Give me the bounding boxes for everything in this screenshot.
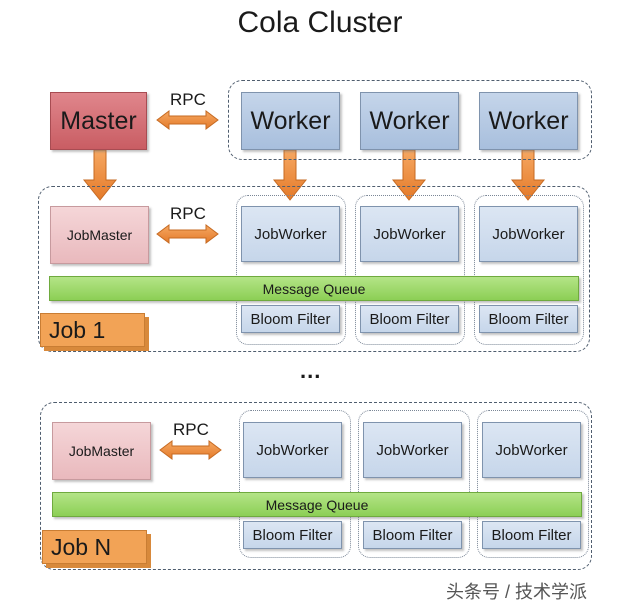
- job-n-worker-column-3: [477, 410, 589, 558]
- job-1-jobworker-1: JobWorker: [241, 206, 340, 262]
- worker3-to-jobworker-arrow: [510, 149, 546, 201]
- job-n-group: [40, 402, 592, 570]
- job-n-worker-column-1: [239, 410, 351, 558]
- job-n-bloom-filter-2: Bloom Filter: [363, 521, 462, 549]
- job-n-jobworker-3: JobWorker: [482, 422, 581, 478]
- job-n-bloom-filter-3: Bloom Filter: [482, 521, 581, 549]
- worker1-to-jobworker-arrow: [272, 149, 308, 201]
- worker-node-2: Worker: [360, 92, 459, 150]
- job-n-jobmaster: JobMaster: [52, 422, 151, 480]
- rpc-arrow-top: [156, 110, 219, 130]
- job-1-jobmaster: JobMaster: [50, 206, 149, 264]
- job-1-group: [38, 186, 590, 352]
- more-jobs-ellipsis: ...: [300, 358, 322, 383]
- job-n-message-queue: Message Queue: [52, 492, 582, 517]
- worker-node-3: Worker: [479, 92, 578, 150]
- job-n-jobworker-1: JobWorker: [243, 422, 342, 478]
- job-1-worker-column-2: [355, 195, 465, 345]
- job-1-worker-column-3: [474, 195, 584, 345]
- rpc-arrow-jobn: [159, 440, 222, 460]
- job-n-jobworker-2: JobWorker: [363, 422, 462, 478]
- rpc-arrow-job1: [156, 224, 219, 244]
- watermark-text: 头条号 / 技术学派: [446, 582, 588, 602]
- master-to-jobmaster-arrow: [82, 149, 118, 201]
- job-n-rpc-label: RPC: [173, 420, 209, 439]
- job-1-rpc-label: RPC: [170, 204, 206, 223]
- worker-node-1: Worker: [241, 92, 340, 150]
- job-1-bloom-filter-1: Bloom Filter: [241, 305, 340, 333]
- worker2-to-jobworker-arrow: [391, 149, 427, 201]
- job-1-jobworker-3: JobWorker: [479, 206, 578, 262]
- job-1-tab: Job 1: [40, 313, 145, 347]
- job-n-bloom-filter-1: Bloom Filter: [243, 521, 342, 549]
- rpc-label-top: RPC: [170, 90, 206, 109]
- job-1-bloom-filter-2: Bloom Filter: [360, 305, 459, 333]
- job-1-worker-column-1: [236, 195, 346, 345]
- job-1-jobworker-2: JobWorker: [360, 206, 459, 262]
- job-n-worker-column-2: [358, 410, 470, 558]
- diagram-title: Cola Cluster: [237, 6, 403, 39]
- job-n-tab: Job N: [42, 530, 147, 564]
- job-1-bloom-filter-3: Bloom Filter: [479, 305, 578, 333]
- master-node: Master: [50, 92, 147, 150]
- worker-group: [228, 80, 592, 160]
- job-1-message-queue: Message Queue: [49, 276, 579, 301]
